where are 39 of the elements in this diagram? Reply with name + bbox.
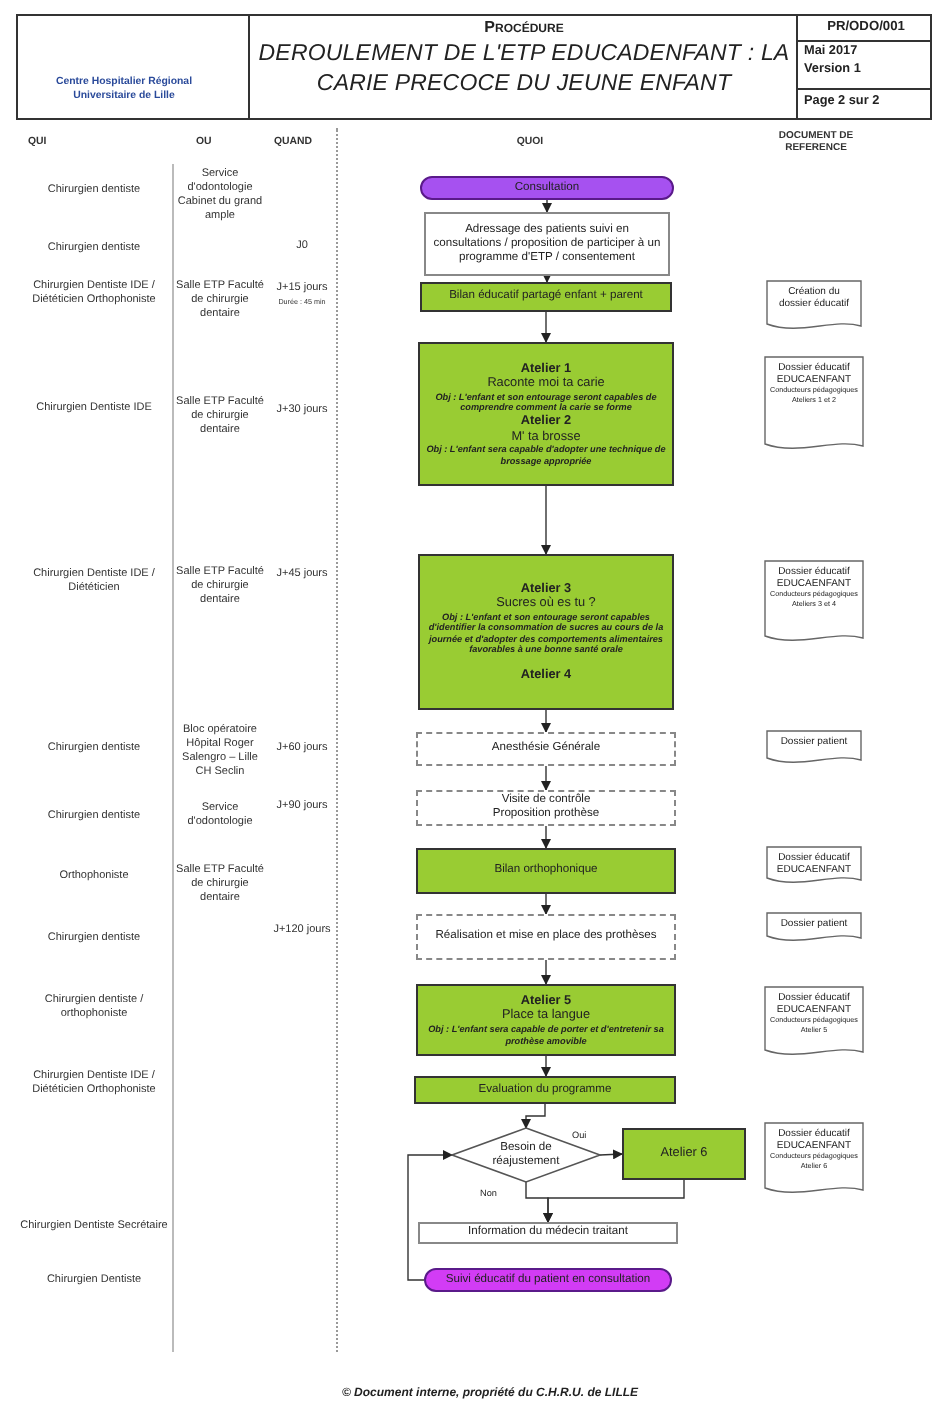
- arrow: [541, 959, 551, 985]
- arrow: [521, 1103, 546, 1129]
- document-type: Procédure: [482, 18, 566, 38]
- dashed-process-box: [416, 790, 676, 826]
- document-shape: [764, 560, 864, 644]
- arrow: [541, 485, 551, 555]
- arrow: [542, 199, 552, 213]
- arrow: [541, 825, 551, 849]
- document-shape: [764, 986, 864, 1058]
- workshop-box: [416, 848, 676, 894]
- terminal-pill: [420, 176, 674, 200]
- workshop-box: [622, 1128, 746, 1180]
- arrow: [541, 709, 551, 733]
- arrow: [541, 765, 551, 791]
- title: DEROULEMENT DE L'ETP EDUCADENFANT : LA CARIE PRECOCE DU JEUNE ENFANT: [256, 40, 792, 100]
- document-shape: [766, 846, 862, 886]
- workshop-box: [418, 554, 674, 710]
- terminal-pill: [424, 1268, 672, 1292]
- document-shape: [766, 730, 862, 766]
- arrow: [407, 1150, 453, 1281]
- arrow: [543, 1179, 685, 1223]
- arrow: [541, 1055, 551, 1077]
- document-shape: [766, 280, 862, 332]
- dashed-process-box: [416, 732, 676, 766]
- workshop-box: [414, 1076, 676, 1104]
- workshop-box: [418, 342, 674, 486]
- arrow: [599, 1149, 623, 1160]
- decision-diamond: [452, 1128, 600, 1182]
- workshop-box: [420, 282, 672, 312]
- arrow: [541, 893, 551, 915]
- dashed-process-box: [416, 914, 676, 960]
- arrow: [542, 273, 552, 283]
- document-shape: [766, 912, 862, 944]
- document-shape: [764, 356, 864, 452]
- document-shape: [764, 1122, 864, 1196]
- workshop-box: [416, 984, 676, 1056]
- process-box: [418, 1222, 678, 1244]
- process-box: [424, 212, 670, 276]
- arrow: [541, 311, 551, 343]
